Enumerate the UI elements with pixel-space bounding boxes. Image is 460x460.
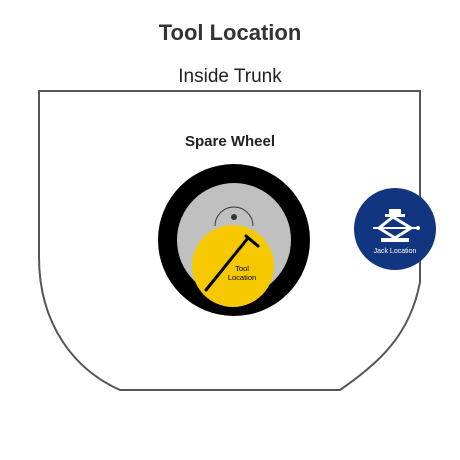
tool-marker-circle xyxy=(192,225,274,307)
lug-wrench-icon xyxy=(204,234,260,292)
trunk-subtitle: Inside Trunk xyxy=(178,66,282,87)
page-title: Tool Location xyxy=(158,20,302,45)
scissor-jack-icon xyxy=(373,209,420,242)
tool-location-marker[interactable]: Tool Location xyxy=(192,225,274,307)
jack-marker-label: Jack Location xyxy=(374,248,417,255)
hub-bolt-arc xyxy=(214,206,254,227)
hub-bolt-icon xyxy=(231,214,237,220)
tool-marker-label-line2: Location xyxy=(228,273,256,282)
jack-location-marker[interactable]: Jack Location xyxy=(354,188,436,270)
spare-wheel-label: Spare Wheel xyxy=(185,133,275,150)
tool-marker-label-line1: Tool xyxy=(235,264,249,273)
